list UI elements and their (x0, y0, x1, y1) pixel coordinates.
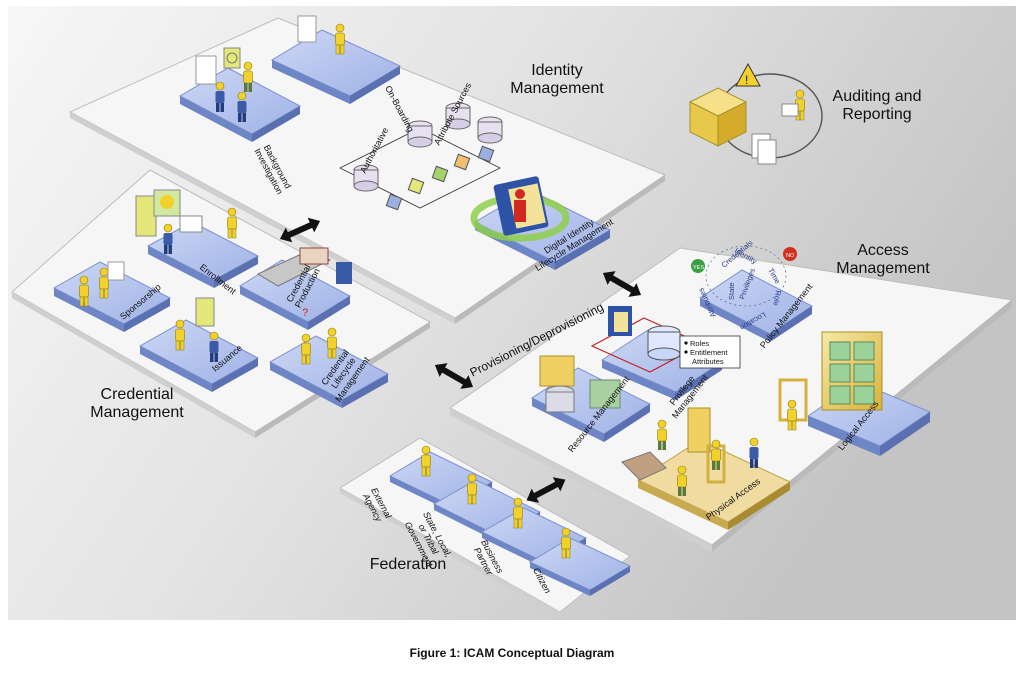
tile-resource-management (530, 355, 652, 442)
tile-privilege-management (590, 306, 724, 400)
figure-caption: Figure 1: ICAM Conceptual Diagram (409, 646, 615, 660)
tile-credential-production (238, 247, 352, 330)
auditing-graphic: ! (688, 62, 823, 165)
tile-digital-identity-lifecycle (470, 176, 612, 270)
tile-sponsorship (52, 261, 172, 332)
roles-box-attributes: Attributes (692, 357, 724, 366)
tile-policy-management (691, 245, 813, 342)
label-credential-line2: Management (90, 404, 184, 422)
yes-badge: YES (693, 265, 704, 271)
label-access-management: Access Management (833, 242, 933, 279)
label-credential-line1: Credential (100, 386, 174, 403)
roles-box-roles: Roles (690, 339, 709, 348)
policy-word-state: State (727, 282, 736, 300)
no-badge: NO (786, 253, 795, 259)
attribute-sources (339, 102, 503, 211)
label-auditing-line1: Auditing and (832, 88, 922, 105)
label-access-line2: Management (836, 260, 930, 278)
label-credential-management: Credential Management (72, 386, 202, 423)
tile-background-investigation (178, 47, 302, 142)
label-access-line1: Access (857, 242, 909, 259)
tile-issuance (138, 297, 260, 392)
tile-citizen (528, 527, 632, 596)
tile-physical-access (621, 407, 792, 530)
svg-text:?: ? (302, 307, 308, 319)
label-identity-management: Identity Management (497, 62, 617, 99)
policy-word-role: Role (771, 290, 783, 307)
label-identity-line2: Management (510, 80, 604, 98)
tile-onboarding (270, 15, 402, 104)
tile-enrollment (135, 189, 260, 288)
label-auditing-line2: Reporting (842, 106, 912, 124)
label-identity-line1: Identity (531, 62, 583, 79)
label-auditing-reporting: Auditing and Reporting (822, 88, 932, 125)
roles-box-entitlement: Entitlement (690, 348, 728, 357)
label-federation: Federation (369, 556, 447, 573)
tile-credential-lifecycle: ? (268, 307, 390, 408)
tile-logical-access (778, 331, 932, 456)
svg-text:!: ! (745, 73, 748, 87)
roles-box (679, 335, 741, 369)
